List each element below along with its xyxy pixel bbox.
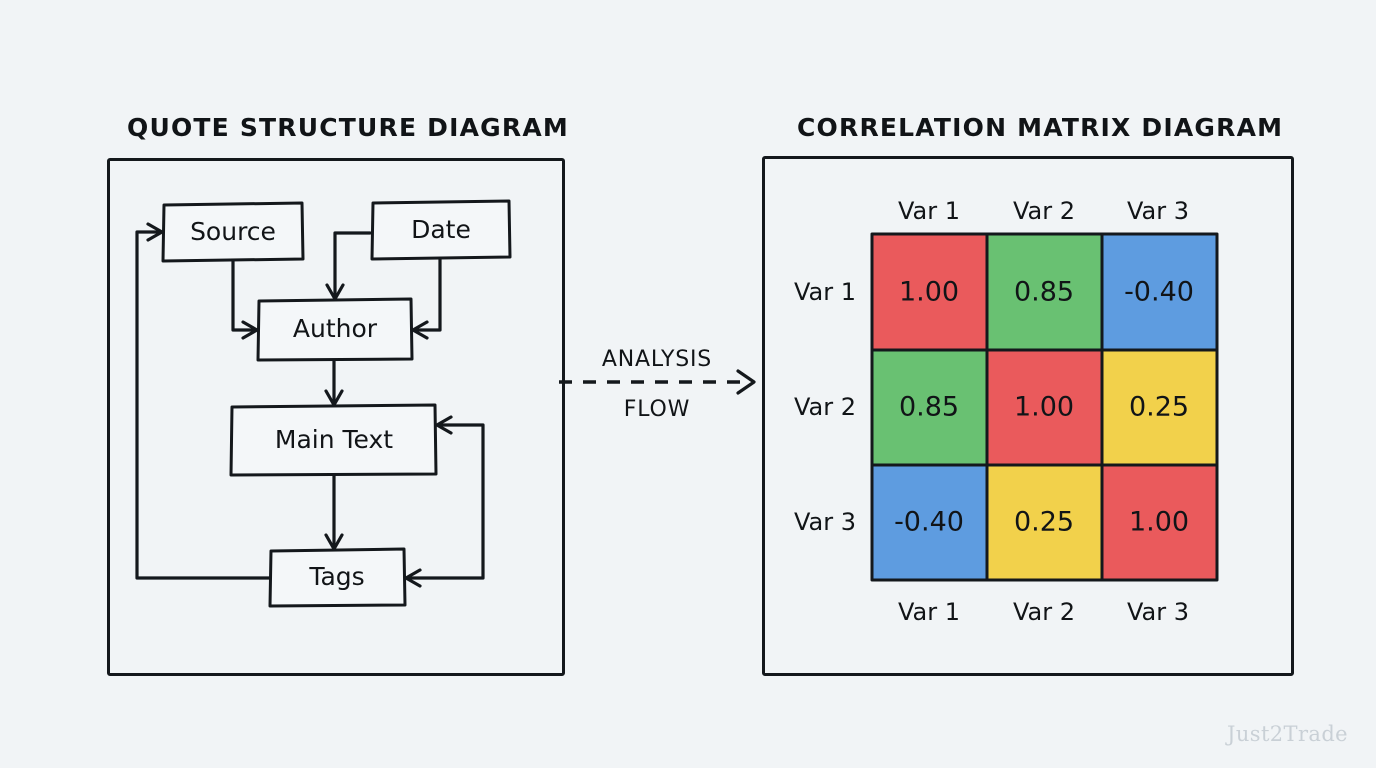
node-source-label: Source [190, 217, 276, 246]
correlation-matrix-panel [762, 156, 1294, 676]
matrix-cell-value-0-1: 0.85 [1014, 277, 1074, 308]
analysis-flow-label-line1: ANALYSIS [602, 347, 712, 372]
matrix-cell-value-1-0: 0.85 [899, 392, 959, 423]
node-date-label: Date [411, 215, 471, 244]
quote-structure-title: QUOTE STRUCTURE DIAGRAM [127, 113, 569, 142]
watermark: Just2Trade [1227, 722, 1348, 746]
matrix-col-label-top-2: Var 3 [1127, 197, 1189, 225]
matrix-row-label-0: Var 1 [794, 278, 856, 306]
matrix-cell-value-1-2: 0.25 [1129, 392, 1189, 423]
matrix-cell-value-0-0: 1.00 [899, 277, 959, 308]
matrix-col-label-bottom-0: Var 1 [898, 598, 960, 626]
matrix-cell-value-2-2: 1.00 [1129, 507, 1189, 538]
matrix-cell-value-2-0: -0.40 [894, 507, 964, 538]
matrix-cell-value-2-1: 0.25 [1014, 507, 1074, 538]
matrix-cell-value-0-2: -0.40 [1124, 277, 1194, 308]
quote-structure-panel [107, 158, 565, 676]
correlation-matrix-title: CORRELATION MATRIX DIAGRAM [797, 113, 1284, 142]
node-main-text-label: Main Text [275, 425, 393, 454]
matrix-row-label-2: Var 3 [794, 508, 856, 536]
matrix-col-label-top-1: Var 2 [1013, 197, 1075, 225]
matrix-row-label-1: Var 2 [794, 393, 856, 421]
matrix-cell-value-1-1: 1.00 [1014, 392, 1074, 423]
node-tags-label: Tags [308, 562, 364, 591]
node-author-label: Author [293, 314, 378, 343]
matrix-col-label-top-0: Var 1 [898, 197, 960, 225]
matrix-col-label-bottom-1: Var 2 [1013, 598, 1075, 626]
analysis-flow-label-line2: FLOW [624, 397, 690, 422]
matrix-col-label-bottom-2: Var 3 [1127, 598, 1189, 626]
analysis-flow-arrowhead [736, 369, 756, 395]
